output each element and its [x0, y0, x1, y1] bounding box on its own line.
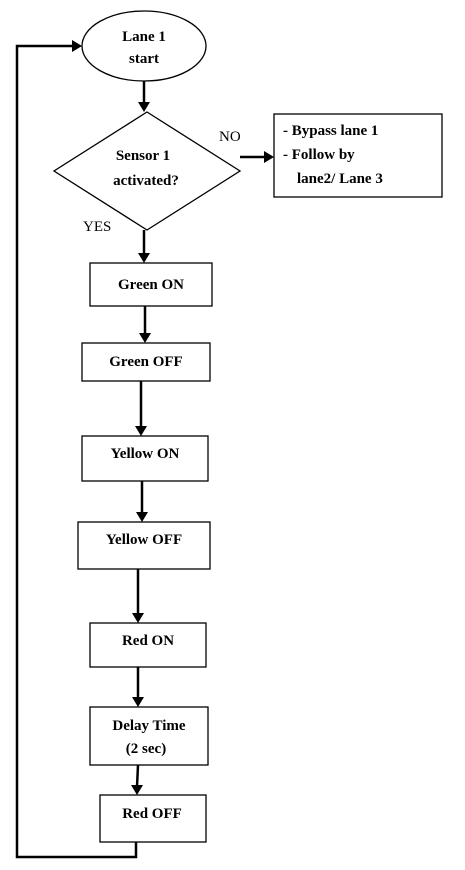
- step-delay-label-line2: (2 sec): [126, 741, 166, 757]
- decision-sensor-diamond: [52, 111, 242, 231]
- arrowhead-start-to-decision: [138, 102, 150, 112]
- start-terminal: [81, 10, 207, 82]
- connector-loop-back-to-start: [15, 44, 138, 859]
- step-green-on: [89, 262, 213, 307]
- start-label-line2: start: [129, 51, 159, 67]
- arrowhead-yellow-off-to-red-on: [132, 613, 144, 623]
- step-green-off-label: Green OFF: [109, 354, 182, 370]
- step-yellow-off-label: Yellow OFF: [106, 532, 182, 548]
- arrowhead-delay-to-red-off: [131, 785, 143, 795]
- arrowhead-green-off-to-yellow-on: [135, 426, 147, 436]
- start-label-line1: Lane 1: [122, 29, 166, 45]
- decision-label-line2: activated?: [113, 173, 179, 189]
- arrowhead-red-on-to-delay: [132, 697, 144, 707]
- bypass-note-line1: - Bypass lane 1: [283, 123, 378, 139]
- arrowhead-green-on-to-green-off: [139, 333, 151, 343]
- decision-label-line1: Sensor 1: [116, 148, 170, 164]
- bypass-note-line3: lane2/ Lane 3: [297, 171, 383, 187]
- arrowhead-decision-to-bypass: [264, 151, 274, 163]
- arrowhead-yellow-on-to-yellow-off: [136, 512, 148, 522]
- step-yellow-on: [81, 435, 209, 482]
- arrowhead-decision-to-green-on: [138, 253, 150, 263]
- connector-delay-to-red-off: [135, 764, 140, 788]
- step-red-on: [89, 622, 207, 668]
- step-red-off-label: Red OFF: [122, 806, 182, 822]
- step-red-on-label: Red ON: [122, 633, 174, 649]
- yes-branch-label: YES: [83, 219, 111, 235]
- step-red-off: [99, 794, 207, 843]
- arrowhead-loop-back-to-start: [72, 40, 82, 52]
- step-green-on-label: Green ON: [118, 277, 184, 293]
- step-yellow-off: [77, 521, 211, 570]
- step-delay-label-line1: Delay Time: [112, 718, 186, 734]
- step-delay-time: [89, 706, 209, 766]
- no-branch-label: NO: [219, 129, 241, 145]
- bypass-note-box: [273, 113, 443, 198]
- bypass-note-line2: - Follow by: [283, 147, 355, 163]
- step-yellow-on-label: Yellow ON: [111, 446, 180, 462]
- step-green-off: [81, 342, 211, 382]
